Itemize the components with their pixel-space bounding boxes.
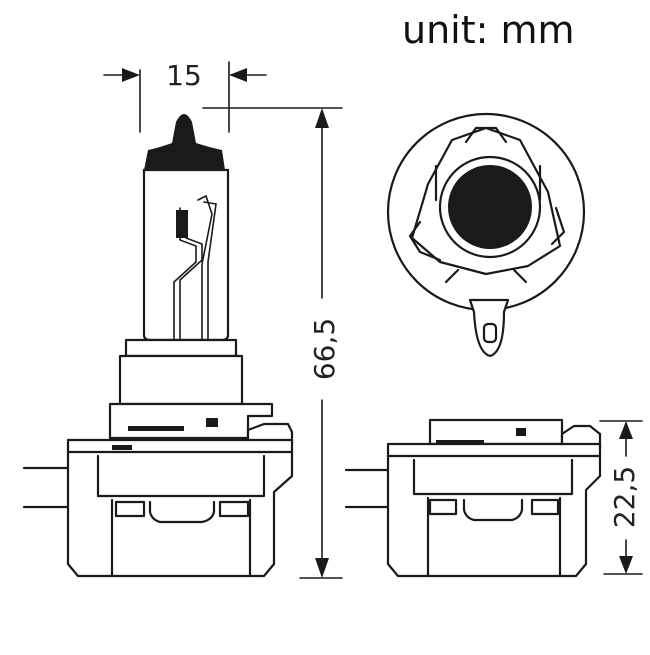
arrowhead-icon bbox=[229, 68, 247, 82]
neck-collar-upper bbox=[124, 338, 238, 358]
base-mark bbox=[112, 445, 132, 450]
height-dimension-label: 66,5 bbox=[308, 318, 341, 380]
filament-wire-right bbox=[197, 194, 213, 341]
front-notch bbox=[516, 428, 526, 436]
bulb-front-view bbox=[344, 418, 602, 578]
bulb-top-view bbox=[386, 112, 586, 358]
filament-coil bbox=[176, 210, 188, 238]
glass-tip bbox=[144, 114, 225, 170]
arrowhead-icon bbox=[122, 68, 140, 82]
base-dimension-label: 22,5 bbox=[608, 466, 641, 528]
front-base-housing bbox=[386, 442, 602, 578]
arrowhead-icon bbox=[315, 558, 329, 578]
flange-notch bbox=[206, 418, 218, 427]
filament-wire-right-2 bbox=[203, 201, 217, 341]
dimension-width: 15 bbox=[103, 59, 267, 133]
dimension-total-height: 66,5 bbox=[202, 107, 343, 579]
base-housing bbox=[66, 438, 294, 578]
arrowhead-icon bbox=[619, 556, 633, 574]
bulb-side-view bbox=[22, 114, 294, 578]
dimension-base-height: 22,5 bbox=[599, 420, 643, 575]
unit-label: unit: mm bbox=[402, 8, 575, 52]
neck-collar-lower bbox=[118, 354, 244, 406]
glass-envelope bbox=[142, 168, 230, 342]
front-mark bbox=[436, 440, 484, 444]
arrowhead-icon bbox=[619, 421, 633, 439]
mounting-tab bbox=[468, 298, 510, 358]
arrowhead-icon bbox=[315, 108, 329, 128]
width-dimension-label: 15 bbox=[166, 59, 202, 92]
flange-mark bbox=[128, 426, 184, 431]
glass-dome bbox=[448, 165, 532, 249]
